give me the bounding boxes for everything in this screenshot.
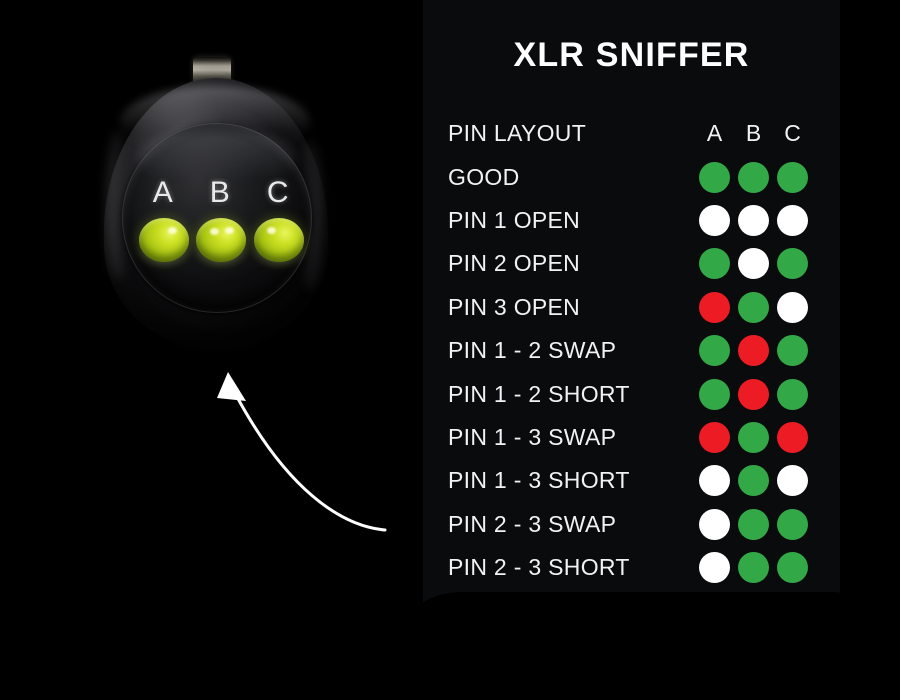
status-dot-group bbox=[699, 459, 808, 502]
table-row: PIN 2 OPEN bbox=[423, 242, 840, 285]
row-label: PIN 1 OPEN bbox=[448, 206, 581, 233]
table-row: PIN 1 - 2 SHORT bbox=[423, 372, 840, 415]
status-dot-group bbox=[699, 503, 808, 546]
row-label: PIN 1 - 3 SWAP bbox=[448, 423, 617, 450]
status-dot-green bbox=[777, 378, 808, 410]
device-pin-label-c: C bbox=[266, 176, 290, 209]
row-label: PIN 2 OPEN bbox=[448, 250, 581, 277]
table-row: PIN 1 - 3 SHORT bbox=[423, 459, 840, 502]
column-header-b: B bbox=[745, 120, 762, 147]
status-dot-white bbox=[777, 465, 808, 497]
status-dot-group bbox=[699, 242, 808, 285]
column-header-c: C bbox=[784, 120, 801, 147]
row-label: PIN 1 - 3 SHORT bbox=[448, 467, 630, 494]
status-dot-white bbox=[699, 465, 730, 497]
panel-bottom-blob bbox=[423, 592, 840, 622]
status-dot-green bbox=[699, 378, 730, 410]
device-photo-pane: A B C bbox=[0, 0, 423, 700]
row-label: PIN 2 - 3 SHORT bbox=[448, 554, 630, 581]
table-row: PIN 1 - 2 SWAP bbox=[423, 329, 840, 372]
status-dot-white bbox=[777, 204, 808, 236]
status-dot-group bbox=[699, 416, 808, 459]
table-row: GOOD bbox=[423, 155, 840, 198]
status-dot-group bbox=[699, 546, 808, 589]
device-led-a bbox=[139, 218, 189, 262]
device-face-ring bbox=[122, 123, 312, 313]
status-dot-green bbox=[738, 161, 769, 193]
table-row: PIN 2 - 3 SHORT bbox=[423, 546, 840, 589]
row-label: GOOD bbox=[448, 163, 520, 190]
device-pin-label-b: B bbox=[209, 176, 231, 209]
status-dot-group bbox=[699, 286, 808, 329]
status-dot-white bbox=[738, 248, 769, 280]
table-header-label: PIN LAYOUT bbox=[448, 120, 587, 147]
status-dot-white bbox=[699, 204, 730, 236]
row-label: PIN 1 - 2 SHORT bbox=[448, 380, 630, 407]
status-dot-green bbox=[777, 248, 808, 280]
status-dot-white bbox=[777, 291, 808, 323]
status-dot-green bbox=[738, 421, 769, 453]
status-dot-white bbox=[699, 508, 730, 540]
page-title: XLR SNIFFER bbox=[513, 36, 750, 74]
status-dot-white bbox=[738, 204, 769, 236]
led-specular-b bbox=[210, 228, 219, 235]
status-dot-green bbox=[777, 552, 808, 584]
status-dot-red bbox=[699, 291, 730, 323]
device-led-b bbox=[196, 218, 246, 262]
status-dot-green bbox=[738, 508, 769, 540]
status-dot-white bbox=[699, 552, 730, 584]
status-dot-green bbox=[777, 161, 808, 193]
table-row: PIN 1 - 3 SWAP bbox=[423, 416, 840, 459]
status-dot-green bbox=[738, 291, 769, 323]
row-label: PIN 3 OPEN bbox=[448, 293, 581, 320]
led-specular-c bbox=[267, 227, 276, 234]
led-specular-a bbox=[168, 227, 177, 234]
status-dot-green bbox=[738, 465, 769, 497]
table-row: PIN 1 OPEN bbox=[423, 199, 840, 242]
status-dot-red bbox=[738, 335, 769, 367]
led-specular-b2 bbox=[225, 227, 234, 234]
column-header-a: A bbox=[706, 120, 723, 147]
status-dot-green bbox=[699, 248, 730, 280]
status-dot-red bbox=[699, 421, 730, 453]
status-dot-group bbox=[699, 372, 808, 415]
annotation-arrow bbox=[217, 372, 387, 532]
status-dot-green bbox=[777, 508, 808, 540]
status-dot-group bbox=[699, 155, 808, 198]
status-dot-group bbox=[699, 199, 808, 242]
device-led-c bbox=[254, 218, 304, 262]
status-dot-green bbox=[699, 161, 730, 193]
row-label: PIN 2 - 3 SWAP bbox=[448, 510, 617, 537]
row-label: PIN 1 - 2 SWAP bbox=[448, 337, 617, 364]
status-dot-red bbox=[738, 378, 769, 410]
status-dot-green bbox=[699, 335, 730, 367]
status-dot-green bbox=[777, 335, 808, 367]
device-pin-label-a: A bbox=[152, 176, 174, 209]
status-dot-red bbox=[777, 421, 808, 453]
status-dot-green bbox=[738, 552, 769, 584]
device-face-sheen bbox=[138, 130, 296, 188]
table-row: PIN 2 - 3 SWAP bbox=[423, 503, 840, 546]
table-row: PIN 3 OPEN bbox=[423, 286, 840, 329]
status-dot-group bbox=[699, 329, 808, 372]
device-connector-band bbox=[199, 72, 225, 78]
